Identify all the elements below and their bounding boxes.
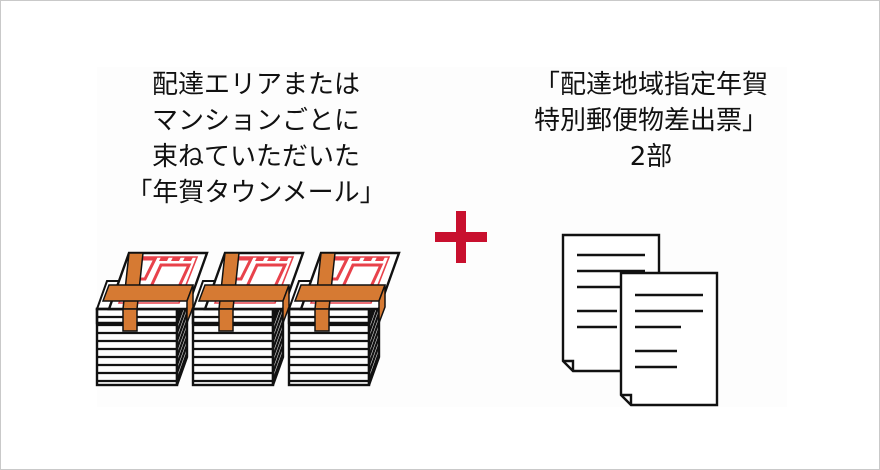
left-caption-line-3: 束ねていただいた [151,142,360,172]
document-icon-front [619,271,719,407]
right-caption: 「配達地域指定年賀 特別郵便物差出票」 2部 [501,67,801,175]
left-caption-line-4: 「年賀タウンメール」 [126,178,386,208]
forms-illustration [561,233,719,407]
left-caption: 配達エリアまたは マンションごとに 束ねていただいた 「年賀タウンメール」 [111,67,401,211]
right-caption-line-3: 2部 [629,142,673,172]
right-caption-line-1: 「配達地域指定年賀 [533,70,768,100]
mail-bundle-icon-2 [191,251,305,387]
plus-icon [435,211,487,263]
mail-bundles-illustration [95,251,401,387]
left-caption-line-2: マンションごとに [151,106,360,136]
mail-bundle-icon-1 [95,251,209,387]
left-caption-line-1: 配達エリアまたは [151,70,360,100]
right-caption-line-2: 特別郵便物差出票」 [533,106,768,136]
mail-bundle-icon-3 [287,251,401,387]
